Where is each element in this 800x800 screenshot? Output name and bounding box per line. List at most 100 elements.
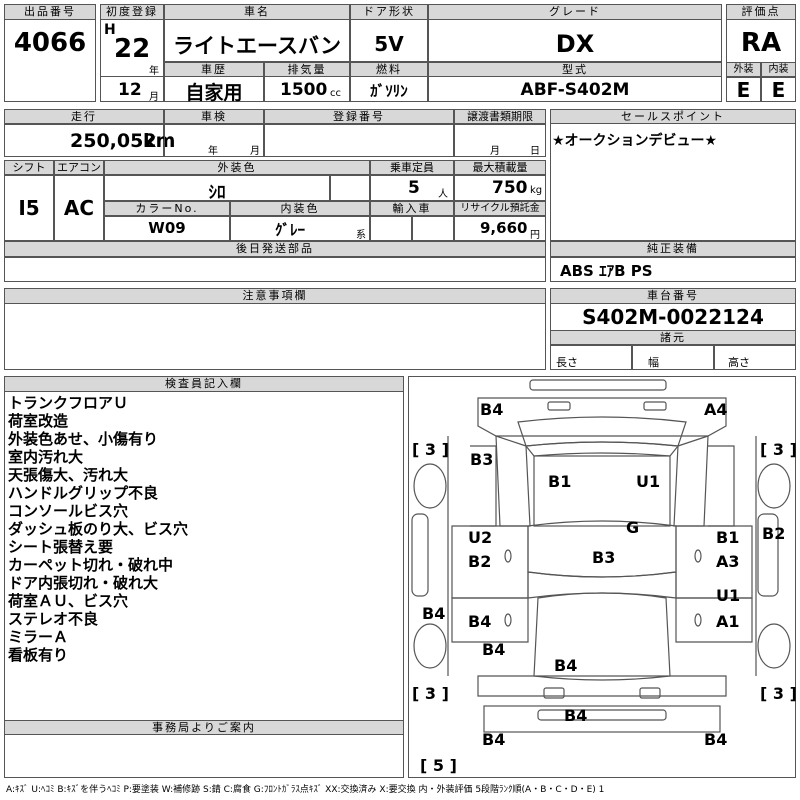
shift-cell: [4, 175, 54, 241]
damage-diagram-box: [408, 376, 796, 778]
int-color: ｸﾞﾚｰ: [274, 221, 305, 239]
import-label: 輸入車: [370, 201, 454, 216]
equipment-label: 純正装備: [550, 241, 796, 257]
caution-label: 注意事項欄: [4, 288, 546, 304]
mark-10: B2: [468, 552, 492, 571]
mark-21: B4: [704, 730, 728, 749]
grade: DX: [555, 30, 595, 58]
max-load: 750: [492, 178, 528, 198]
ext-color-extra: [330, 175, 370, 201]
color-no-cell: [104, 216, 230, 241]
insp-year-unit: 年: [208, 146, 218, 157]
inspector-note: ミラーＡ: [8, 628, 69, 646]
int-color-label: 内装色: [230, 201, 370, 216]
capacity-cell: [370, 175, 454, 201]
inspector-note: 看板有り: [8, 646, 69, 664]
later-parts-cell: [4, 257, 546, 282]
mark-14: B4: [422, 604, 446, 623]
inspector-note: シート張替え要: [8, 538, 114, 556]
specs-label: 諸元: [550, 330, 796, 345]
era: H: [104, 22, 116, 38]
mark-6: U2: [468, 528, 493, 547]
inspection-label: 車検: [164, 109, 264, 124]
fuel: ｶﾞｿﾘﾝ: [370, 82, 408, 100]
width-cell: [632, 345, 714, 370]
mileage-label: 走行: [4, 109, 164, 124]
displacement-label: 排気量: [264, 62, 350, 77]
length-cell: [550, 345, 632, 370]
tire-rr: [ 3 ]: [760, 684, 797, 703]
inspection-cell: [164, 124, 264, 157]
sales-point-label: セールスポイント: [550, 109, 796, 124]
ext-score: E: [736, 78, 751, 102]
import-cell-2: [412, 216, 454, 241]
ext-color-cell: [104, 175, 330, 201]
history-label: 車歴: [164, 62, 264, 77]
height-cell: [714, 345, 796, 370]
model: ABF-S402M: [520, 80, 630, 100]
inspector-note: ダッシュ板のり大、ビス穴: [8, 520, 189, 538]
mileage-unit: km: [143, 130, 176, 152]
year-unit: 年: [149, 66, 159, 77]
mark-18: B4: [554, 656, 578, 675]
mark-17: B4: [482, 640, 506, 659]
sales-point: ★オークションデビュー★: [552, 133, 718, 149]
reg-no-label: 登録番号: [264, 109, 454, 124]
chassis-number: S402M-0022124: [582, 305, 764, 329]
fuel-label: 燃料: [350, 62, 428, 77]
recycle-unit: 円: [530, 230, 540, 241]
insp-month-unit: 月: [250, 146, 260, 157]
capacity-label: 乗車定員: [370, 160, 454, 175]
inspector-note: トランクフロアＵ: [8, 394, 129, 412]
ext-color-label: 外装色: [104, 160, 370, 175]
tire-spare: [ 5 ]: [420, 756, 457, 775]
shift-label: シフト: [4, 160, 54, 175]
mark-8: B1: [716, 528, 740, 547]
capacity-unit: 人: [438, 189, 448, 200]
transfer-cell: [454, 124, 546, 157]
mark-15: B4: [468, 612, 492, 631]
int-color-cell: [230, 216, 370, 241]
load-unit: kg: [530, 185, 543, 196]
recycle-fee: 9,660: [480, 219, 528, 237]
tire-fl: [ 3 ]: [412, 440, 449, 459]
mark-11: B3: [592, 548, 616, 567]
inspector-note: 荷室ＡＵ、ビス穴: [8, 592, 129, 610]
color-no-label: カラーNo.: [104, 201, 230, 216]
inspector-note: ドア内張切れ・破れ大: [8, 574, 159, 592]
ac-cell: [54, 175, 104, 241]
lot-number: 4066: [13, 28, 87, 58]
mark-19: B4: [564, 706, 588, 725]
inspector-note: 室内汚れ大: [8, 448, 84, 466]
reg-year: 22: [114, 34, 151, 64]
capacity: 5: [408, 178, 420, 198]
transfer-label: 譲渡書類期限: [454, 109, 546, 124]
sales-point-box: [550, 109, 796, 241]
inspector-label: 検査員記入欄: [4, 376, 404, 392]
mark-1: B4: [480, 400, 504, 419]
int-score: E: [771, 78, 786, 102]
color-no: W09: [148, 219, 186, 237]
ext-color: ｼﾛ: [208, 183, 226, 203]
grade-label: グレード: [428, 4, 722, 20]
recycle-cell: [454, 216, 546, 241]
displacement-unit: cc: [330, 88, 341, 99]
import-cell-1: [370, 216, 412, 241]
reg-no-cell: [264, 124, 454, 157]
lot-label: 出品番号: [4, 4, 96, 20]
transfer-day-unit: 日: [530, 146, 540, 157]
inspector-note: 天張傷大、汚れ大: [8, 466, 129, 484]
mark-7: G: [626, 518, 640, 537]
equipment-cell: [550, 257, 796, 282]
first-reg-label: 初度登録: [100, 4, 164, 20]
height-label: 高さ: [728, 356, 750, 369]
load-cell: [454, 175, 546, 201]
ac-label: エアコン: [54, 160, 104, 175]
ext-score-cell: [726, 77, 761, 102]
mark-16: A1: [716, 612, 740, 631]
inspector-note: コンソールビス穴: [8, 502, 129, 520]
door-type: 5V: [374, 32, 404, 56]
history: 自家用: [185, 82, 243, 104]
mark-12: A3: [716, 552, 740, 571]
